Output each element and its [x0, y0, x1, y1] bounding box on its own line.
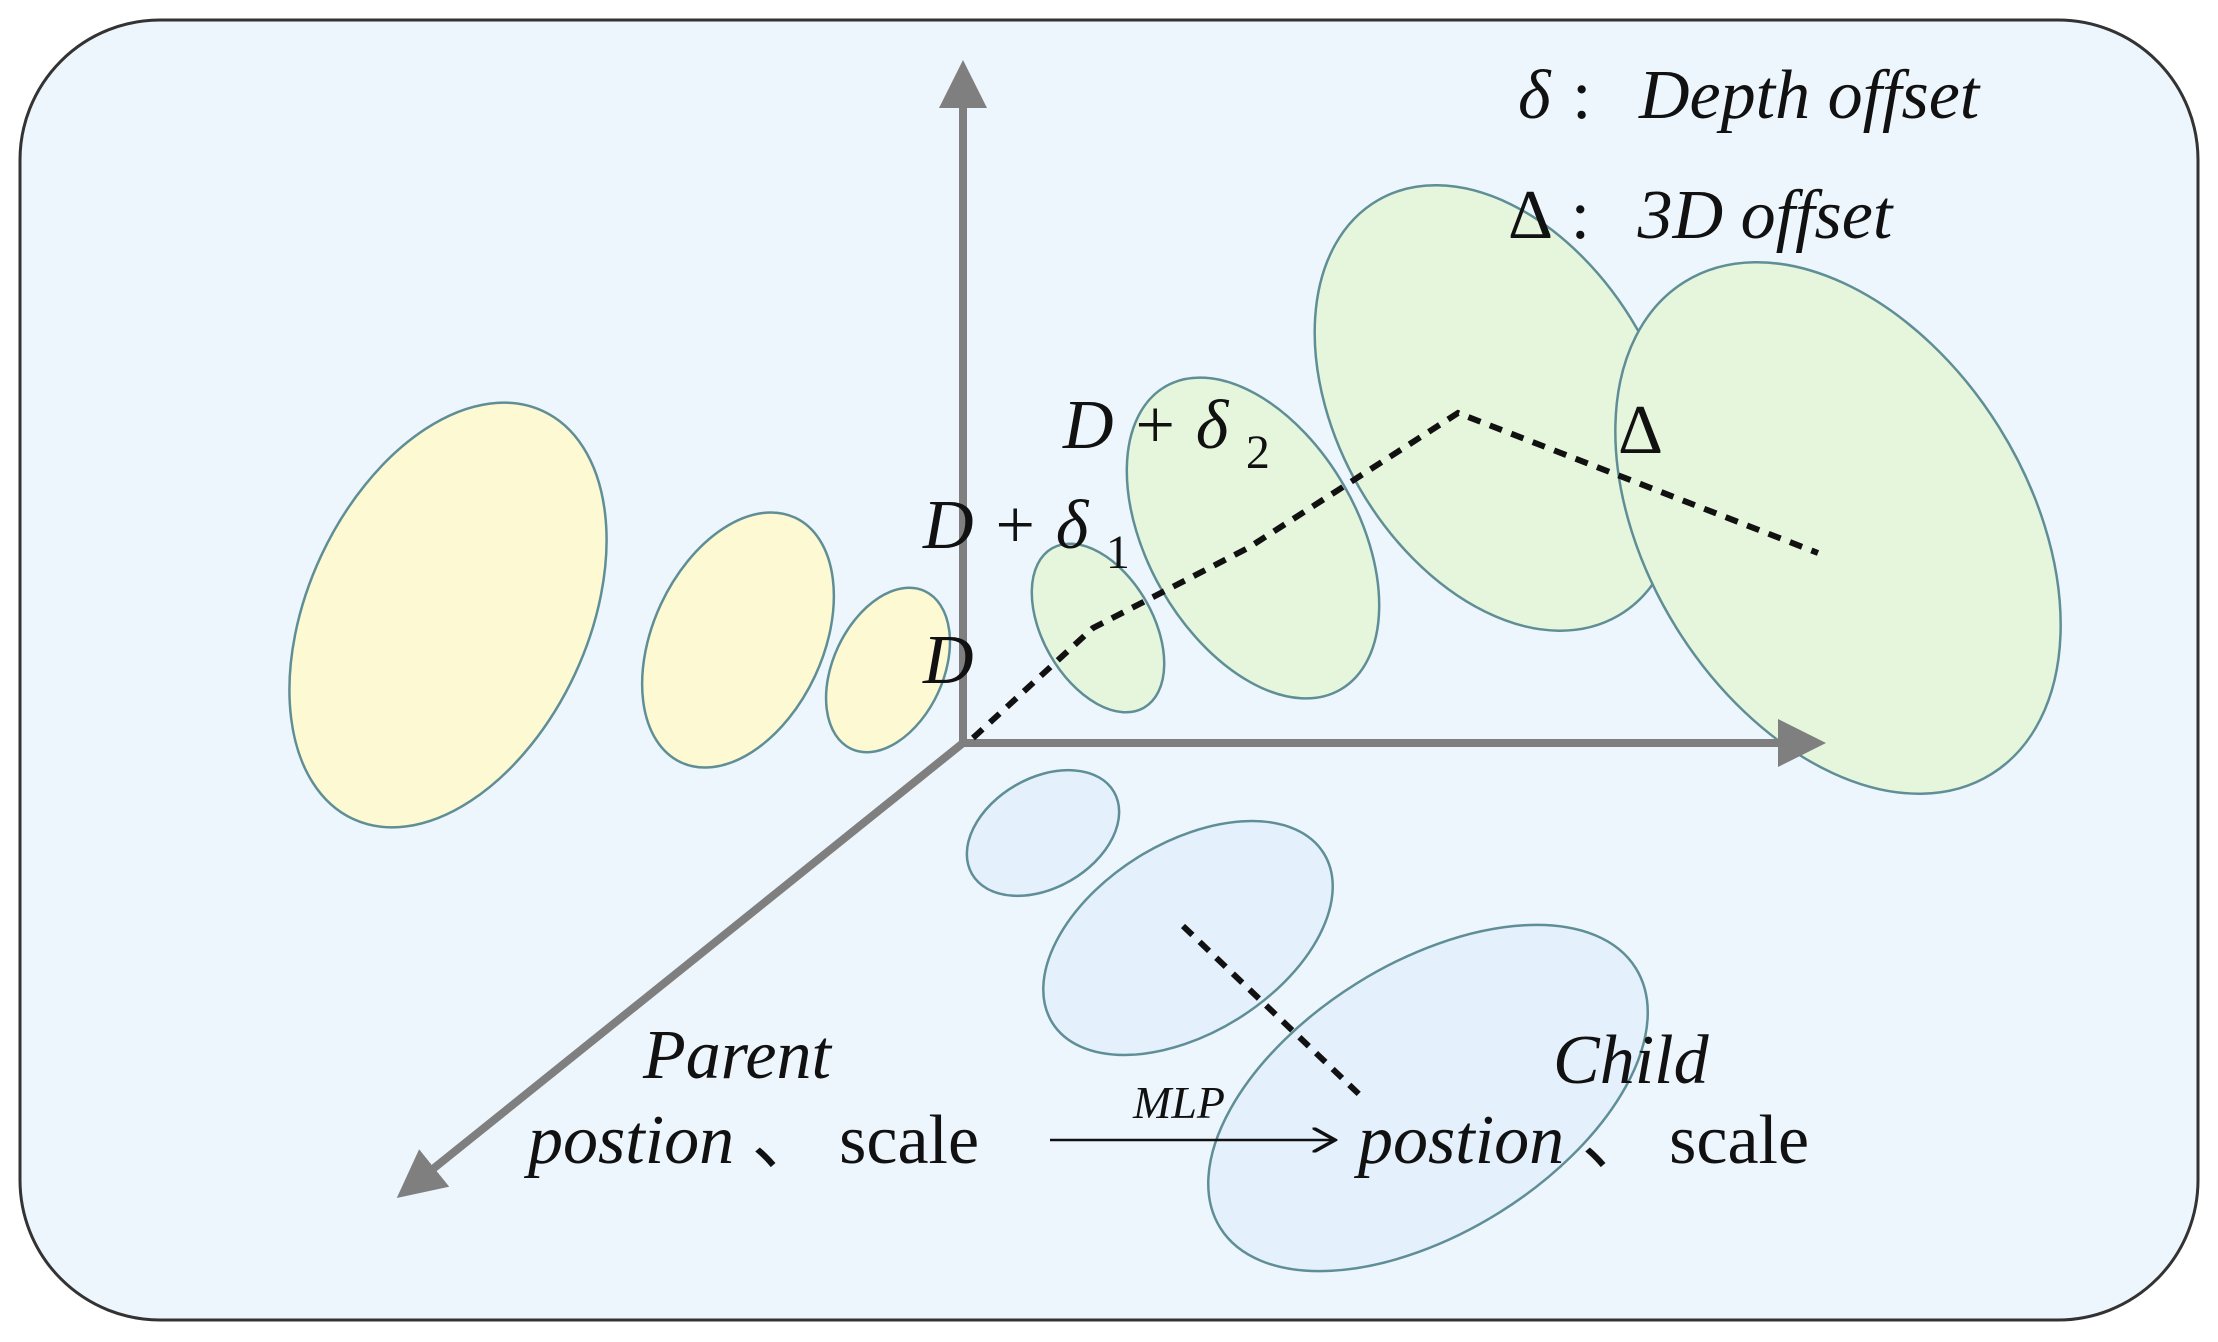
blue-offset-path — [1180, 923, 1366, 1101]
yellow-ellipse-large — [288, 401, 608, 829]
green-ellipse-3 — [1313, 184, 1683, 632]
svg-text:postion 、 scale: postion 、 scale — [523, 1102, 979, 1179]
legend-Delta-sep: : — [1571, 177, 1590, 254]
legend-depth-offset-text: Depth offset — [1638, 57, 1981, 134]
legend-delta-sep: : — [1572, 57, 1591, 134]
label-D: D — [922, 622, 974, 699]
legend: δ : Depth offset Δ : 3D offset — [1508, 57, 1981, 254]
axes — [396, 60, 1826, 1199]
parent-scale-text: scale — [839, 1102, 979, 1179]
mlp-label: MLP — [1132, 1077, 1225, 1128]
label-D-plus-delta2: D + δ — [1062, 387, 1230, 464]
parent-position-text: postion — [523, 1102, 734, 1179]
green-ellipse-group — [1030, 184, 2062, 795]
ellipse-labels: D D + δ 1 D + δ 2 Δ — [922, 387, 1663, 699]
svg-text:postion 、 scale: postion 、 scale — [1353, 1102, 1809, 1179]
parent-separator: 、 — [752, 1102, 822, 1179]
svg-text:δ : Depth offset: δ : Depth offset — [1518, 57, 1981, 134]
legend-Delta-symbol: Δ — [1508, 177, 1551, 254]
yellow-ellipse-group — [288, 401, 952, 829]
label-delta1-subscript: 1 — [1106, 526, 1130, 579]
child-title: Child — [1553, 1022, 1710, 1099]
label-Delta-marker: Δ — [1618, 392, 1663, 469]
yellow-ellipse-small — [824, 586, 952, 754]
yellow-ellipse-medium — [640, 511, 836, 769]
label-delta2-subscript: 2 — [1246, 426, 1270, 479]
offset-paths — [970, 409, 1820, 1101]
parent-title: Parent — [642, 1017, 832, 1094]
blue-ellipse-large — [1207, 923, 1649, 1273]
z-axis — [396, 739, 966, 1199]
depth-offset-path — [970, 409, 1820, 741]
child-position-text: postion — [1353, 1102, 1564, 1179]
parent-child-labels: Parent postion 、 scale MLP Child postion… — [523, 1017, 1809, 1179]
blue-ellipse-small — [965, 768, 1121, 898]
child-scale-text: scale — [1669, 1102, 1809, 1179]
legend-delta-symbol: δ — [1518, 57, 1552, 134]
child-separator: 、 — [1582, 1102, 1652, 1179]
green-ellipse-4 — [1614, 261, 2062, 795]
svg-text:D + δ 2: D + δ 2 — [1062, 387, 1270, 479]
svg-text:Δ : 3D offset: Δ : 3D offset — [1508, 177, 1894, 254]
legend-3d-offset-text: 3D offset — [1637, 177, 1894, 254]
svg-text:D + δ 1: D + δ 1 — [922, 487, 1130, 579]
label-D-plus-delta1: D + δ — [922, 487, 1090, 564]
